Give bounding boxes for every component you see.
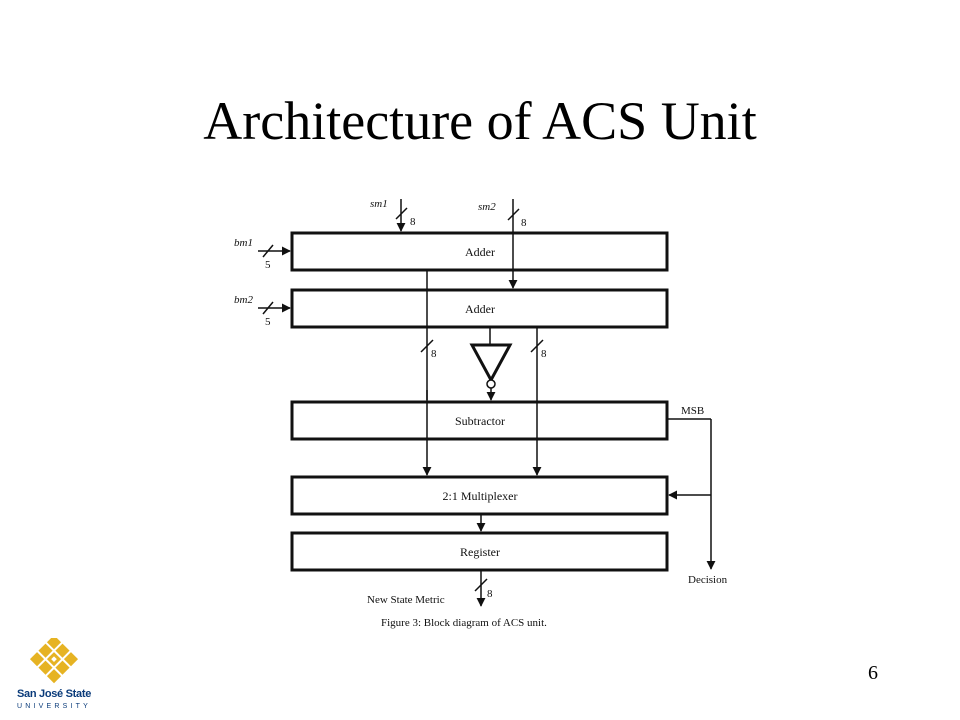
decision-label: Decision xyxy=(688,574,728,586)
mux-block xyxy=(290,475,669,516)
adder2-out-width: 8 xyxy=(541,348,547,360)
bm1-label: bm1 xyxy=(234,237,253,249)
logo-subtitle: UNIVERSITY xyxy=(16,703,91,710)
figure-caption: Figure 3: Block diagram of ACS unit. xyxy=(381,617,547,629)
sm1-bus-slash xyxy=(395,207,408,220)
output-width: 8 xyxy=(487,588,493,600)
mux-label: 2:1 Multiplexer xyxy=(443,489,518,503)
bm2-width: 5 xyxy=(265,316,271,328)
bm2-label: bm2 xyxy=(234,294,253,306)
bm2-bus-slash xyxy=(262,301,274,315)
msb-label: MSB xyxy=(681,405,704,417)
sm1-width: 8 xyxy=(410,216,416,228)
subtractor-label: Subtractor xyxy=(455,414,505,428)
bm1-bus-slash xyxy=(262,244,274,258)
inverter-bubble xyxy=(486,379,496,389)
sm2-bus-slash xyxy=(507,208,520,221)
register-block xyxy=(290,531,669,572)
sm2-width: 8 xyxy=(521,217,527,229)
sjsu-logo: San José State UNIVERSITY xyxy=(8,635,100,720)
subtractor-block xyxy=(290,400,669,441)
output-label: New State Metric xyxy=(367,594,445,606)
bm1-width: 5 xyxy=(265,259,271,271)
sjsu-emblem-icon xyxy=(29,635,79,684)
adder2-out-bus-slash xyxy=(530,339,544,353)
inverter-symbol xyxy=(469,343,513,384)
adder1-out-width: 8 xyxy=(431,348,437,360)
adder2-block xyxy=(290,288,669,329)
sm2-label: sm2 xyxy=(478,201,496,213)
sm1-label: sm1 xyxy=(370,198,388,210)
logo-name: San José State xyxy=(16,688,92,700)
register-label: Register xyxy=(460,545,500,559)
adder1-block xyxy=(290,231,669,272)
output-bus-slash xyxy=(474,578,488,592)
page-number: 6 xyxy=(868,662,878,684)
adder1-out-bus-slash xyxy=(420,339,434,353)
adder2-label: Adder xyxy=(465,302,495,316)
slide-title: Architecture of ACS Unit xyxy=(203,91,757,151)
adder1-label: Adder xyxy=(465,245,495,259)
